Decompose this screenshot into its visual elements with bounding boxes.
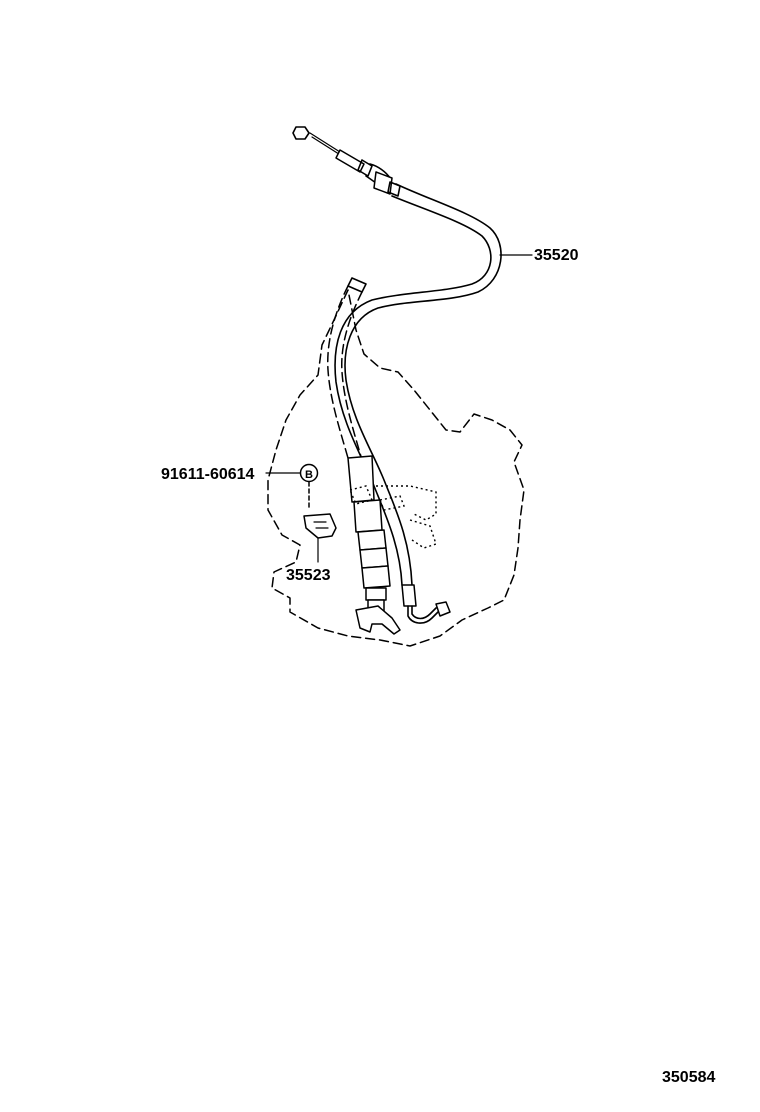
- transmission-control-cable: [292, 126, 533, 624]
- mounting-bracket-dotted: [349, 485, 437, 549]
- bolt-marker-letter: B: [305, 469, 313, 481]
- transmission-housing-outline: [267, 289, 525, 647]
- part-label-bracket: 35523: [286, 567, 331, 584]
- part-label-bolt: 91611-60614: [161, 466, 255, 483]
- shift-cable-dashed: [327, 277, 401, 635]
- bolt-marker: B: [265, 463, 319, 511]
- part-label-cable: 35520: [534, 247, 579, 264]
- bracket-part: [303, 513, 337, 563]
- figure-code: 350584: [662, 1069, 715, 1086]
